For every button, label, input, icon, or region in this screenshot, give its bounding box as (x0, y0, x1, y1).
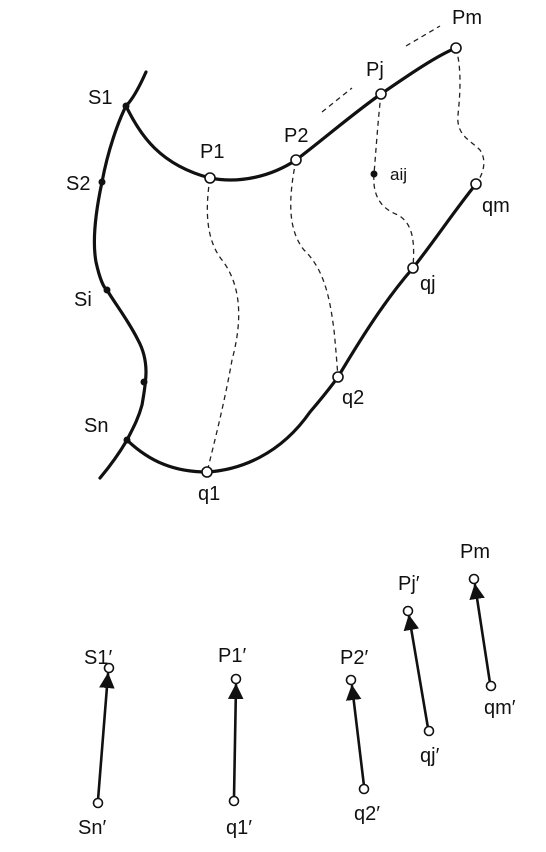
label-p2: P2 (284, 125, 308, 147)
label-qj: qj (420, 273, 436, 295)
label-p1-prime: P1′ (218, 645, 246, 667)
vector-set: S1′ Sn′ P1′ q1′ P2′ q2′ Pj′ qj′ Pm qm′ (78, 541, 516, 839)
label-q2: q2 (342, 387, 364, 409)
point-s2 (98, 178, 106, 186)
isoline-p2-q2 (290, 159, 339, 378)
point-pm-prime (468, 573, 480, 585)
label-qm-prime: qm′ (484, 697, 516, 719)
point-qj (407, 262, 419, 274)
label-aij: aij (390, 165, 407, 184)
boundary-curve-q (125, 182, 478, 474)
point-q2-prime (358, 783, 370, 795)
point-aij (370, 170, 378, 178)
point-s1 (122, 102, 130, 110)
point-unlabeled (140, 378, 148, 386)
isoline-p1-q1 (206, 177, 240, 473)
label-s2: S2 (66, 173, 90, 195)
point-p2 (290, 154, 302, 166)
label-sn-prime: Sn′ (78, 817, 106, 839)
isoline-pj-qj (373, 93, 415, 269)
vector-s (96, 672, 115, 802)
ellipsis-mark-2 (405, 25, 441, 47)
point-q1 (201, 466, 213, 478)
ellipsis-mark-1 (321, 87, 353, 113)
point-pm (450, 42, 462, 54)
point-pj (375, 88, 387, 100)
point-s1-prime (103, 662, 115, 674)
point-qj-prime (423, 725, 435, 737)
label-s1: S1 (88, 87, 112, 109)
vector-m (469, 583, 492, 685)
label-q2-prime: q2′ (354, 803, 380, 825)
point-qm-prime (485, 680, 497, 692)
point-p2-prime (345, 674, 357, 686)
point-sn-prime (92, 797, 104, 809)
label-si: Si (74, 289, 92, 311)
label-pj: Pj (366, 59, 384, 81)
point-pj-prime (402, 605, 414, 617)
label-q1: q1 (198, 483, 220, 505)
point-si (103, 286, 111, 294)
label-pm: Pm (452, 7, 482, 29)
label-s1-prime: S1′ (84, 647, 112, 669)
vector-j (403, 614, 430, 730)
point-p1 (204, 172, 216, 184)
label-sn: Sn (84, 415, 108, 437)
label-qm: qm (482, 195, 510, 217)
label-pm-prime: Pm (460, 541, 490, 563)
point-sn (123, 436, 131, 444)
label-qj-prime: qj′ (420, 745, 440, 767)
vector-2 (345, 684, 366, 788)
label-pj-prime: Pj′ (398, 573, 420, 595)
point-qm (470, 178, 482, 190)
point-q1-prime (228, 795, 240, 807)
isoline-pm-qm (455, 47, 485, 185)
surface-patch: S1 S2 Si Sn P1 P2 Pj Pm aij q1 q2 qj qm (66, 7, 510, 505)
point-q2 (332, 371, 344, 383)
point-p1-prime (230, 673, 242, 685)
label-p2-prime: P2′ (340, 647, 368, 669)
vector-1 (227, 683, 244, 800)
label-q1-prime: q1′ (226, 817, 252, 839)
label-p1: P1 (200, 141, 224, 163)
